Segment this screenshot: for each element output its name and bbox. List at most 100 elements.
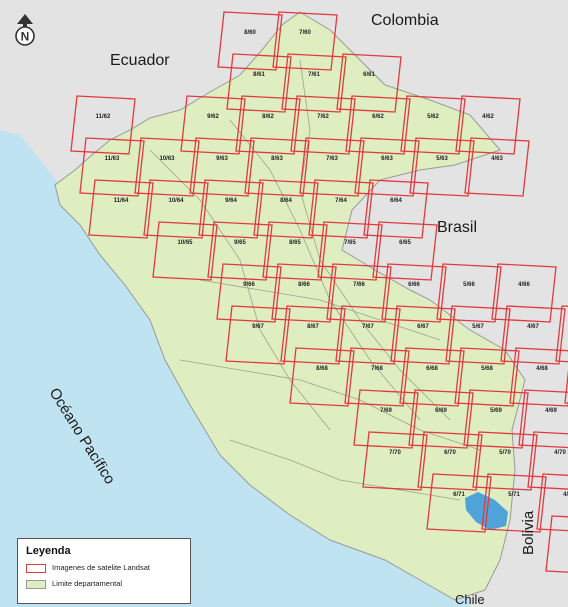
tile-label-10-65: 10/65 <box>177 240 193 246</box>
legend: Leyenda Imagenes de satelite Landsat Lim… <box>17 538 191 604</box>
tile-label-5-71: 5/71 <box>508 492 520 498</box>
landsat-tile-6-69 <box>408 389 474 449</box>
tile-label-5-62: 5/62 <box>427 114 439 120</box>
tile-label-8-60: 8/60 <box>244 30 256 36</box>
landsat-tile-6-70 <box>417 431 483 491</box>
tile-label-9-62: 9/62 <box>207 114 219 120</box>
landsat-tile-8-61 <box>226 53 292 113</box>
landsat-tile-4-68 <box>509 347 568 407</box>
tile-label-11-62: 11/62 <box>96 114 111 120</box>
tile-label-7-70: 7/70 <box>389 450 401 456</box>
tile-label-6-66: 6/66 <box>408 282 420 288</box>
tile-label-5-69: 5/69 <box>490 408 502 414</box>
tile-label-6-63: 6/63 <box>381 156 393 162</box>
landsat-tile-10-63 <box>134 137 200 197</box>
landsat-tile-8-67 <box>280 305 346 365</box>
landsat-tile-5-71 <box>481 473 547 533</box>
landsat-tile-8-62 <box>235 95 301 155</box>
landsat-tile-4-66 <box>491 263 557 323</box>
tile-label-6-71: 6/71 <box>453 492 465 498</box>
tile-label-6-67: 6/67 <box>417 324 429 330</box>
tile-label-4-68: 4/68 <box>536 366 548 372</box>
tile-label-11-64: 11/64 <box>114 198 129 204</box>
tile-label-7-62: 7/62 <box>317 114 329 120</box>
tile-label-7-60: 7/60 <box>299 30 311 36</box>
tile-label-7-67: 7/67 <box>362 324 374 330</box>
landsat-tile-6-62 <box>345 95 411 155</box>
tile-label-11-63: 11/63 <box>105 156 120 162</box>
landsat-tile-9-65 <box>207 221 273 281</box>
landsat-tile-4-67 <box>500 305 566 365</box>
tile-label-10-64: 10/64 <box>168 198 184 204</box>
landsat-tile-5-63 <box>409 137 475 197</box>
tile-label-5-63: 5/63 <box>436 156 448 162</box>
landsat-tile-6-71 <box>426 473 492 533</box>
tile-label-4-70: 4/70 <box>554 450 566 456</box>
tile-label-7-63: 7/63 <box>326 156 338 162</box>
tile-label-5-70: 5/70 <box>499 450 511 456</box>
tile-label-9-66: 9/66 <box>243 282 255 288</box>
landsat-tile-10-64 <box>143 179 209 239</box>
landsat-tile-9-66 <box>216 263 282 323</box>
landsat-tile-6-63 <box>354 137 420 197</box>
tile-label-9-67: 9/67 <box>252 324 264 330</box>
tile-label-7-69: 7/69 <box>380 408 392 414</box>
legend-label-departamental: Limite departamental <box>52 579 123 588</box>
landsat-tile-4-62 <box>455 95 521 155</box>
landsat-tile-5-69 <box>463 389 529 449</box>
tile-label-5-67: 5/67 <box>472 324 484 330</box>
landsat-tile-7-68 <box>344 347 410 407</box>
north-letter: N <box>21 30 30 44</box>
department-border-line <box>229 439 461 501</box>
tile-label-4-62: 4/62 <box>482 114 494 120</box>
tile-label-8-63: 8/63 <box>271 156 283 162</box>
tile-label-9-65: 9/65 <box>234 240 246 246</box>
label-chile: Chile <box>455 592 485 607</box>
landsat-tile-6-64 <box>363 179 429 239</box>
tile-label-6-69: 6/69 <box>435 408 447 414</box>
landsat-tile-7-66 <box>326 263 392 323</box>
landsat-tile-9-63 <box>189 137 255 197</box>
tile-label-7-64: 7/64 <box>335 198 347 204</box>
tile-label-7-65: 7/65 <box>344 240 356 246</box>
landsat-tile-4-69 <box>518 389 568 449</box>
tile-label-6-61: 6/61 <box>363 72 375 78</box>
landsat-tile-5-62 <box>400 95 466 155</box>
landsat-tile-8-63 <box>244 137 310 197</box>
tile-label-8-67: 8/67 <box>307 324 319 330</box>
legend-swatch-fill <box>26 580 46 589</box>
lake-titicaca <box>465 492 508 530</box>
north-arrow-icon: N <box>14 14 36 53</box>
tile-label-8-66: 8/66 <box>298 282 310 288</box>
landsat-tile-9-62 <box>180 95 246 155</box>
landsat-tile-7-70 <box>362 431 428 491</box>
tile-label-7-68: 7/68 <box>371 366 383 372</box>
landsat-tile-8-68 <box>289 347 355 407</box>
landsat-tile-5-70 <box>472 431 538 491</box>
landsat-tile-4-63 <box>464 137 530 197</box>
landsat-tile-6-66 <box>381 263 447 323</box>
landsat-tile-11-64 <box>88 179 154 239</box>
tile-label-4-66: 4/66 <box>518 282 530 288</box>
legend-swatch-outline <box>26 564 46 573</box>
landsat-tile-7-62 <box>290 95 356 155</box>
department-border-line <box>149 149 331 431</box>
landsat-tile-9-67 <box>225 305 291 365</box>
tile-label-9-64: 9/64 <box>225 198 237 204</box>
label-ecuador: Ecuador <box>110 52 170 69</box>
landsat-tile-4-71 <box>536 473 568 532</box>
tile-label-8-68: 8/68 <box>316 366 328 372</box>
tile-label-6-70: 6/70 <box>444 450 456 456</box>
tile-label-4-71: 4/71 <box>563 492 568 498</box>
legend-label-landsat: Imagenes de satelite Landsat <box>52 563 150 572</box>
landsat-tile-8-66 <box>271 263 337 323</box>
landsat-tile-7-63 <box>299 137 365 197</box>
label-colombia: Colombia <box>371 12 439 29</box>
tile-label-8-61: 8/61 <box>253 72 265 78</box>
department-border-line <box>179 359 481 451</box>
tile-label-7-61: 7/61 <box>308 72 320 78</box>
tile-label-6-64: 6/64 <box>390 198 402 204</box>
tile-label-4-69: 4/69 <box>545 408 557 414</box>
landsat-tile-8-64 <box>253 179 319 239</box>
landsat-tile-7-65 <box>317 221 383 281</box>
